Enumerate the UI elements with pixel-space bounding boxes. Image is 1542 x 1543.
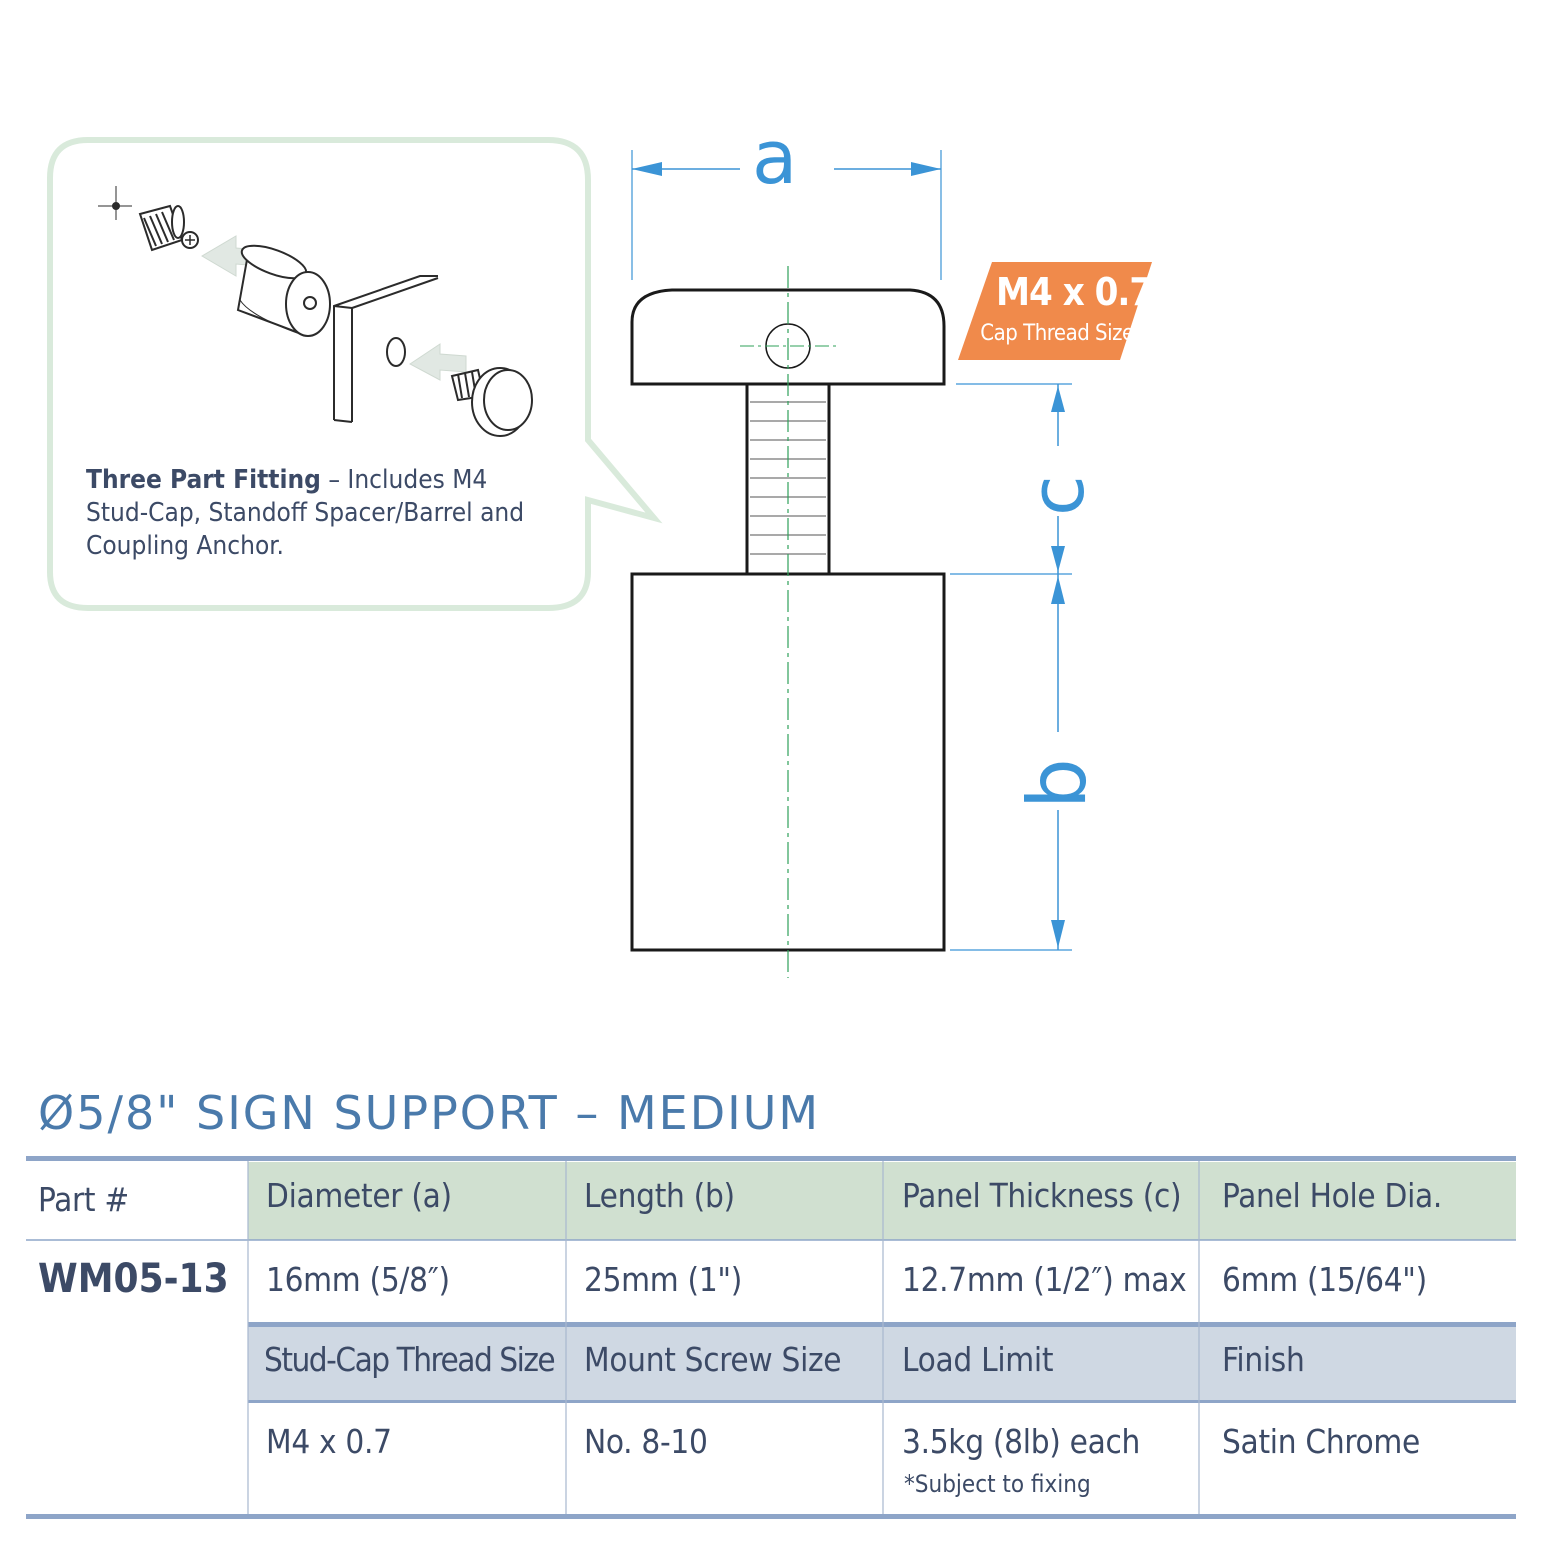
- stud-cap: [450, 367, 533, 437]
- dimension-lines: [631, 150, 1072, 951]
- product-title: Ø5/8" SIGN SUPPORT – MEDIUM: [38, 1086, 821, 1140]
- callout-body: – Includes M4 Stud-Cap, Standoff Spacer/…: [86, 465, 525, 561]
- stud-cap-thread-value: M4 x 0.7: [266, 1422, 392, 1461]
- header-panel-thickness: Panel Thickness (c): [902, 1176, 1182, 1215]
- header-load-limit: Load Limit: [902, 1340, 1054, 1379]
- panel-thickness-value: 12.7mm (1/2″) max: [902, 1260, 1187, 1299]
- dimension-c-label: c: [1015, 475, 1101, 516]
- standoff-drawing: [630, 266, 946, 978]
- exploded-fitting-illustration: [98, 186, 533, 437]
- panel: [333, 275, 439, 423]
- callout-heading: Three Part Fitting: [86, 465, 321, 495]
- header-panel-hole: Panel Hole Dia.: [1222, 1176, 1443, 1215]
- header-diameter: Diameter (a): [266, 1176, 452, 1215]
- header-part-number: Part #: [38, 1180, 129, 1219]
- header-stud-cap-thread: Stud-Cap Thread Size: [264, 1340, 556, 1379]
- panel-hole-value: 6mm (15/64"): [1222, 1260, 1427, 1299]
- callout-text: Three Part Fitting – Includes M4 Stud-Ca…: [86, 464, 556, 563]
- mount-screw-value: No. 8-10: [584, 1422, 708, 1461]
- finish-value: Satin Chrome: [1222, 1422, 1420, 1461]
- header-length: Length (b): [584, 1176, 735, 1215]
- cap-outline: [630, 288, 946, 386]
- header-mount-screw: Mount Screw Size: [584, 1340, 842, 1379]
- thread-size-badge: [958, 262, 1152, 360]
- coupling-anchor: [138, 204, 185, 252]
- load-limit-note: *Subject to fixing: [904, 1470, 1091, 1498]
- diameter-value: 16mm (5/8″): [266, 1260, 450, 1299]
- barrel: [236, 244, 331, 337]
- badge-main-text: M4 x 0.7: [996, 270, 1153, 314]
- part-number-value: WM05-13: [38, 1256, 229, 1302]
- header-finish: Finish: [1222, 1340, 1305, 1379]
- dimension-b-label: b: [1011, 758, 1104, 809]
- length-value: 25mm (1"): [584, 1260, 743, 1299]
- load-limit-value: 3.5kg (8lb) each: [902, 1422, 1141, 1461]
- spec-table-grid: [26, 1156, 1516, 1519]
- dimension-a-label: a: [752, 115, 798, 201]
- badge-sub-text: Cap Thread Size: [980, 321, 1134, 346]
